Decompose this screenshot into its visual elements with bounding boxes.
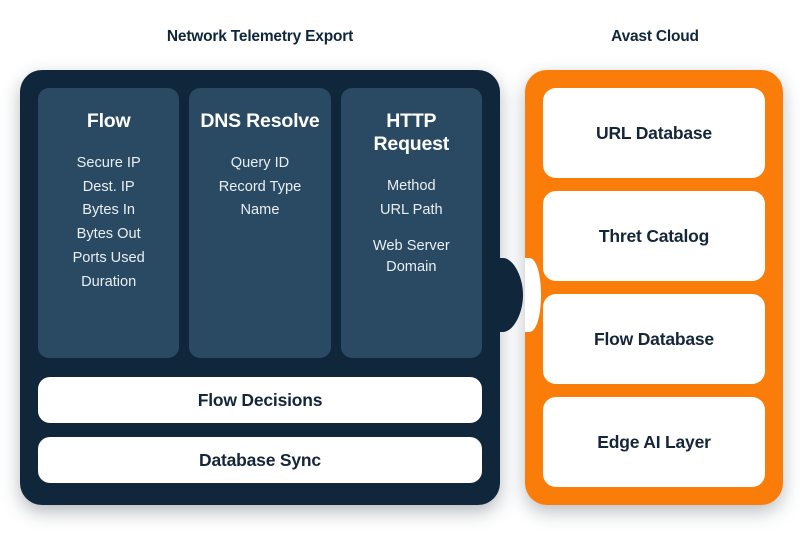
telemetry-column-dns-resolve[interactable]: DNS Resolve Query ID Record Type Name bbox=[189, 88, 331, 358]
column-field: URL Path bbox=[379, 201, 443, 218]
column-field: Duration bbox=[81, 273, 137, 290]
cloud-service-card-list: URL Database Thret Catalog Flow Database… bbox=[543, 88, 765, 487]
column-field: Web Server Domain bbox=[372, 238, 450, 276]
column-field: Ports Used bbox=[72, 249, 145, 266]
right-panel-title: Avast Cloud bbox=[611, 28, 699, 45]
action-bar-database-sync[interactable]: Database Sync bbox=[38, 437, 482, 483]
cloud-card-flow-database[interactable]: Flow Database bbox=[543, 294, 765, 384]
column-heading: DNS Resolve bbox=[200, 110, 320, 132]
column-heading: HTTP Request bbox=[373, 110, 450, 155]
column-field: Bytes Out bbox=[76, 226, 141, 243]
column-field-list: Query ID Record Type Name bbox=[219, 153, 301, 221]
column-field: Dest. IP bbox=[82, 178, 135, 195]
column-field: Name bbox=[240, 202, 280, 219]
left-panel-title: Network Telemetry Export bbox=[166, 28, 354, 45]
telemetry-column-flow[interactable]: Flow Secure IP Dest. IP Bytes In Bytes O… bbox=[38, 88, 180, 358]
column-field-list: Method URL Path Web Server Domain bbox=[373, 176, 450, 278]
column-field: Bytes In bbox=[82, 202, 136, 219]
telemetry-column-http-request[interactable]: HTTP Request Method URL Path Web Server … bbox=[340, 88, 482, 358]
cloud-card-edge-ai-layer[interactable]: Edge AI Layer bbox=[543, 397, 765, 487]
arrow-right-icon bbox=[497, 258, 523, 332]
telemetry-columns-row: Flow Secure IP Dest. IP Bytes In Bytes O… bbox=[38, 88, 482, 358]
cloud-card-url-database[interactable]: URL Database bbox=[543, 88, 765, 178]
column-field: Record Type bbox=[218, 178, 302, 195]
column-field: Secure IP bbox=[76, 155, 141, 171]
column-field: Method bbox=[386, 178, 436, 194]
cloud-card-thret-catalog[interactable]: Thret Catalog bbox=[543, 191, 765, 281]
column-heading: Flow bbox=[86, 110, 131, 132]
column-field-list: Secure IP Dest. IP Bytes In Bytes Out Po… bbox=[73, 153, 145, 292]
action-bar-flow-decisions[interactable]: Flow Decisions bbox=[38, 377, 482, 423]
column-field: Query ID bbox=[230, 155, 290, 171]
